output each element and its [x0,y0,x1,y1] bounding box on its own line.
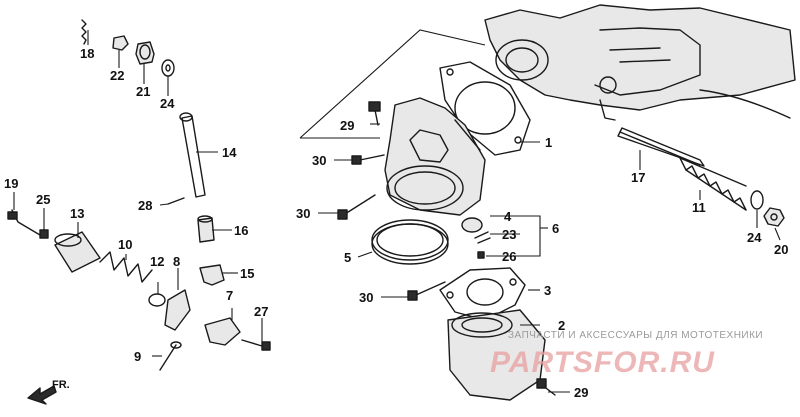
nut-25 [39,229,49,239]
callout-30-lower: 30 [359,290,373,305]
front-direction-label: FR. [52,379,70,391]
callout-30-middle: 30 [296,206,310,221]
spring-10 [99,251,153,283]
hose-clamp [371,219,449,265]
spring [679,157,747,211]
watermark-brand: PARTSFOR.RU [490,346,715,379]
callout-28: 28 [138,198,152,213]
cover-plate [439,267,526,321]
callout-10: 10 [118,237,132,252]
intake-manifold [384,97,486,216]
lever-8 [164,289,191,331]
callout-25: 25 [36,192,50,207]
nut-right [763,207,785,227]
collar-21 [135,41,155,65]
plate-washer-set [461,217,491,259]
callout-3: 3 [544,283,551,298]
sleeve-13 [54,231,101,273]
callout-15: 15 [240,266,254,281]
callout-2: 2 [558,318,565,333]
screw-29-lower [536,378,556,396]
callout-6: 6 [552,221,559,236]
screw-19 [7,209,41,236]
callout-27: 27 [254,304,268,319]
callout-9: 9 [134,349,141,364]
front-arrow-icon [27,385,57,405]
callout-8: 8 [173,254,180,269]
stud-bolt [617,127,705,167]
callout-22: 22 [110,68,124,83]
washer-12 [148,293,166,307]
callout-16: 16 [234,223,248,238]
callout-26: 26 [502,249,516,264]
lever-15 [199,264,225,286]
callout-4: 4 [504,209,512,224]
callout-24-right: 24 [747,230,762,245]
callout-29-lower: 29 [574,385,588,400]
bolt-upper [351,154,385,165]
pin-28 [167,197,185,205]
callout-5: 5 [344,250,351,265]
callout-30-upper: 30 [312,153,326,168]
bolt-lower [407,281,446,301]
screw-29-upper [368,101,381,126]
bolt-27 [241,339,271,351]
callout-13: 13 [70,206,84,221]
callout-12: 12 [150,254,164,269]
washer-24-left [161,59,175,77]
bolt-middle [337,194,376,220]
nut-22 [112,35,129,51]
watermark: ЗАПЧАСТИ И АКСЕССУАРЫ ДЛЯ МОТОТЕХНИКИ PA… [490,330,763,379]
washer-right [750,190,764,210]
callout-29-upper: 29 [340,118,354,133]
callout-7: 7 [226,288,233,303]
spring-18 [81,19,87,45]
bracket-7 [204,317,241,346]
pin-9 [159,341,182,371]
callout-14: 14 [222,145,237,160]
callout-1: 1 [545,135,552,150]
callout-21: 21 [136,84,150,99]
air-funnel [447,309,546,401]
callout-20: 20 [774,242,788,257]
rod-14 [179,112,206,198]
callout-24-left: 24 [160,96,175,111]
callout-18: 18 [80,46,94,61]
collar-16 [197,215,215,243]
callout-11: 11 [692,200,706,215]
callout-17: 17 [631,170,645,185]
callout-23: 23 [502,227,516,242]
watermark-tagline: ЗАПЧАСТИ И АКСЕССУАРЫ ДЛЯ МОТОТЕХНИКИ [508,330,763,341]
gasket [439,61,531,156]
leader-lines [13,29,781,393]
cylinder-head [484,4,796,121]
callout-19: 19 [4,176,18,191]
